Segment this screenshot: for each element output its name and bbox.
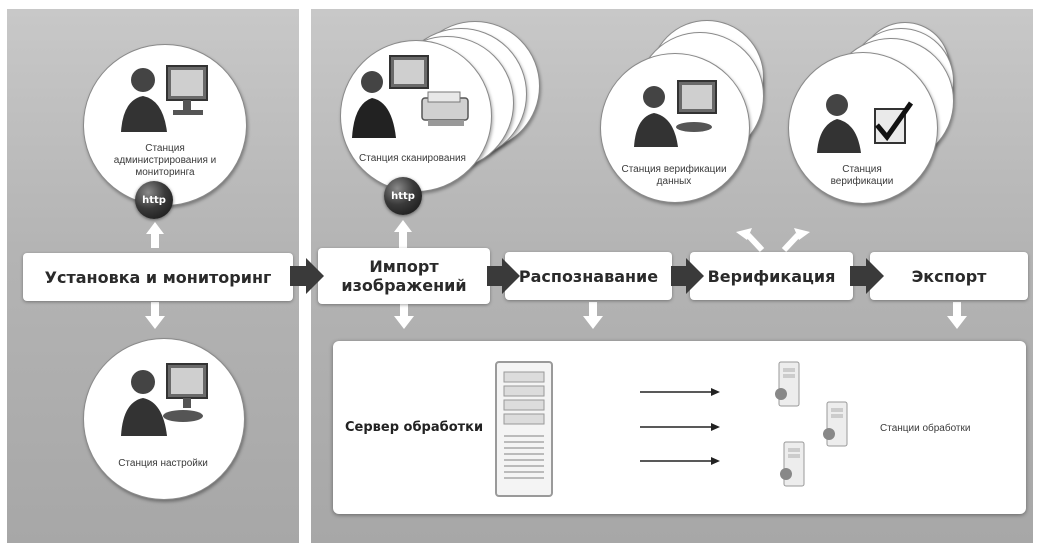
- stage-export: Экспорт: [870, 252, 1028, 300]
- scanner-icon: [352, 55, 469, 138]
- stage-recognition: Распознавание: [505, 252, 672, 300]
- admin-station-circle: [83, 44, 247, 206]
- stage-verification: Верификация: [690, 252, 853, 300]
- arrow-install-to-import: [290, 258, 324, 294]
- verify-station-caption: Станция верификации: [830, 164, 894, 187]
- processing-server-icon: [823, 401, 848, 447]
- http-label: http: [391, 190, 415, 202]
- arrow-recognition-to-verification: [671, 258, 704, 294]
- arrow-verification-to-export: [850, 258, 884, 294]
- data-verify-station-circle: [600, 53, 750, 203]
- verify-station-circle: [788, 52, 938, 204]
- http-label: http: [142, 194, 166, 206]
- processing-server-icon: [780, 441, 805, 487]
- admin-station-caption: Станция администрирования и мониторинга: [113, 143, 217, 178]
- checkmark-icon: [817, 94, 914, 153]
- operator-at-computer-icon: [121, 65, 208, 132]
- server-label: Сервер обработки: [345, 420, 484, 435]
- processing-server-icon: [775, 361, 800, 407]
- http-globe-icon[interactable]: http: [135, 181, 173, 219]
- stage-image-import: Импорт изображений: [318, 248, 490, 304]
- scan-station-caption: Станция сканирования: [359, 153, 466, 164]
- operator-at-computer-icon: [634, 80, 717, 147]
- arrow-import-to-recognition: [487, 258, 520, 294]
- operator-at-computer-icon: [121, 363, 208, 436]
- setup-station-circle: [83, 338, 245, 500]
- data-verify-station-caption: Станция верификации данных: [621, 164, 727, 187]
- setup-station-caption: Станция настройки: [118, 458, 208, 469]
- stage-install-monitoring: Установка и мониторинг: [23, 253, 293, 301]
- processing-stations-caption: Станции обработки: [880, 423, 971, 434]
- http-globe-icon[interactable]: http: [384, 177, 422, 215]
- server-tower-icon: [495, 361, 553, 497]
